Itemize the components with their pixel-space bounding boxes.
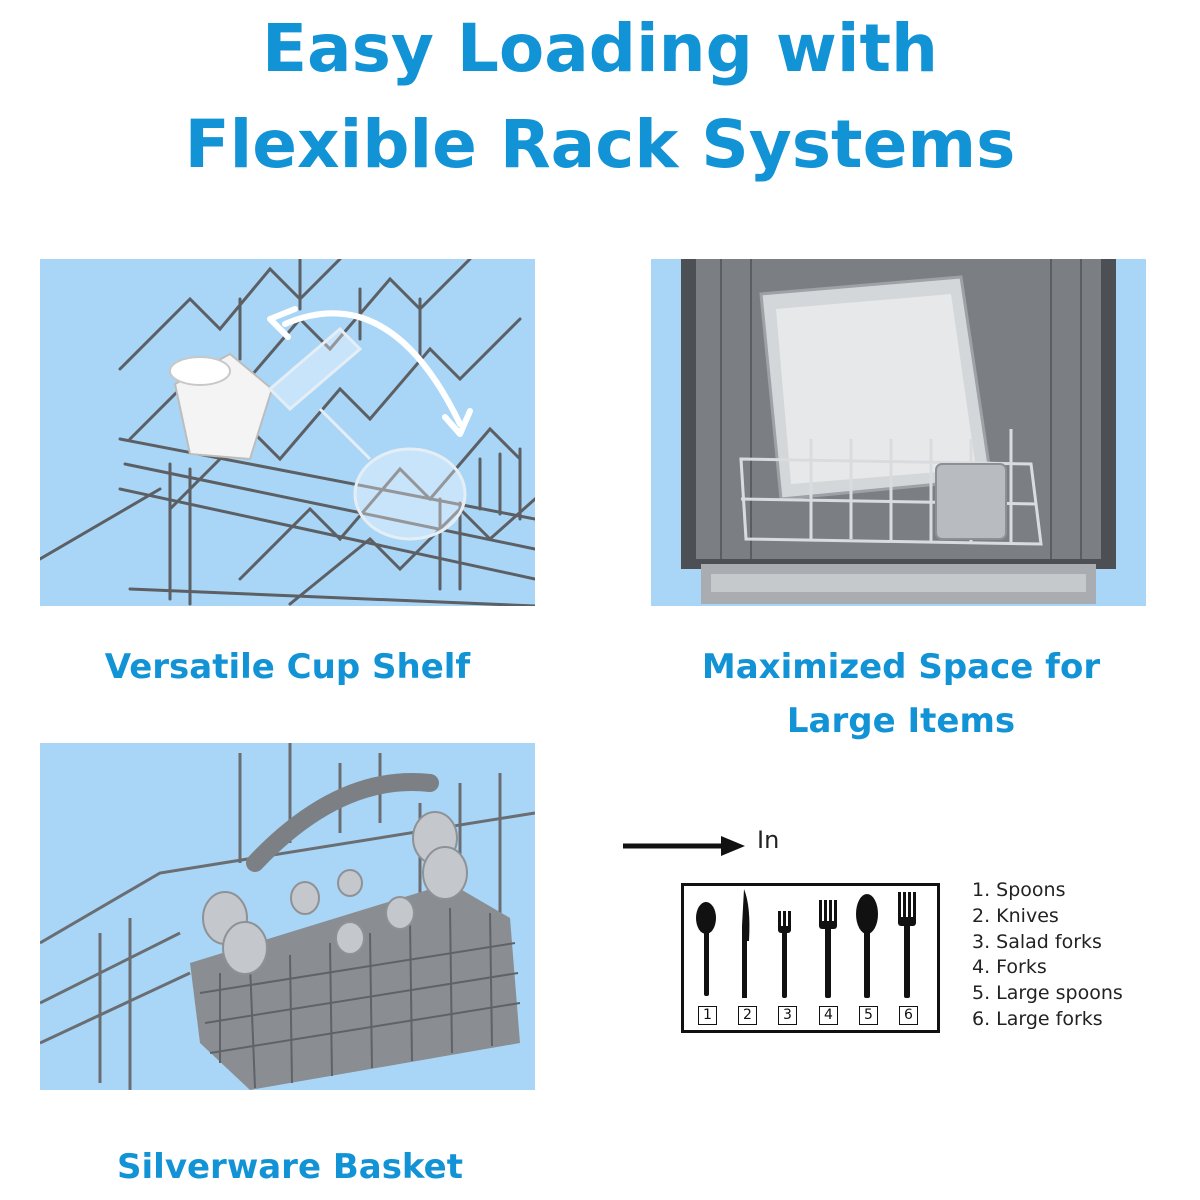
salad-fork-icon: [778, 911, 791, 998]
spoons-icon: [202, 811, 468, 975]
caption-large-items-line-1: Maximized Space for: [701, 647, 1101, 687]
fork-icon: [819, 900, 837, 998]
wine-glass-icon: [267, 326, 467, 541]
in-label: In: [757, 826, 780, 854]
pot-icon: [935, 463, 1007, 540]
page-title-line-1: Easy Loading with: [261, 10, 939, 87]
cup-shelf-image: [40, 259, 535, 606]
basket-icon: [190, 883, 521, 1090]
caption-cup-shelf: Versatile Cup Shelf: [104, 647, 471, 687]
cup-icon: [169, 352, 274, 461]
caption-large-items-line-2: Large Items: [786, 701, 1016, 741]
list-item: 1. Spoons: [972, 879, 1066, 901]
list-item: 4. Forks: [972, 956, 1047, 979]
utensil-layout-diagram: 1 2 3 4 5 6: [681, 883, 940, 1033]
list-item: 6. Large forks: [972, 1007, 1103, 1030]
slot-number: 6: [899, 1006, 918, 1025]
caption-silverware-basket: Silverware Basket: [117, 1147, 463, 1187]
utensil-legend-list: 1. Spoons 2. Knives 3. Salad forks 4. Fo…: [972, 878, 1123, 1033]
spoon-icon: [696, 902, 716, 996]
large-items-image: [651, 259, 1146, 606]
basket-handle-icon: [246, 773, 439, 872]
list-item: 5. Large spoons: [972, 982, 1123, 1005]
slot-number: 5: [859, 1006, 878, 1025]
slot-number: 1: [698, 1006, 717, 1025]
slot-number: 2: [738, 1006, 757, 1025]
large-fork-icon: [898, 892, 916, 998]
page-title-line-2: Flexible Rack Systems: [184, 106, 1016, 183]
slot-number: 4: [819, 1006, 838, 1025]
rotate-arrow-icon: [267, 306, 473, 437]
large-spoon-icon: [856, 894, 878, 998]
slot-number: 3: [778, 1006, 797, 1025]
list-item: 2. Knives: [972, 904, 1059, 927]
list-item: 3. Salad forks: [972, 930, 1102, 953]
in-arrow-icon: [623, 836, 745, 856]
knife-icon: [742, 889, 750, 998]
silverware-basket-image: [40, 743, 535, 1090]
